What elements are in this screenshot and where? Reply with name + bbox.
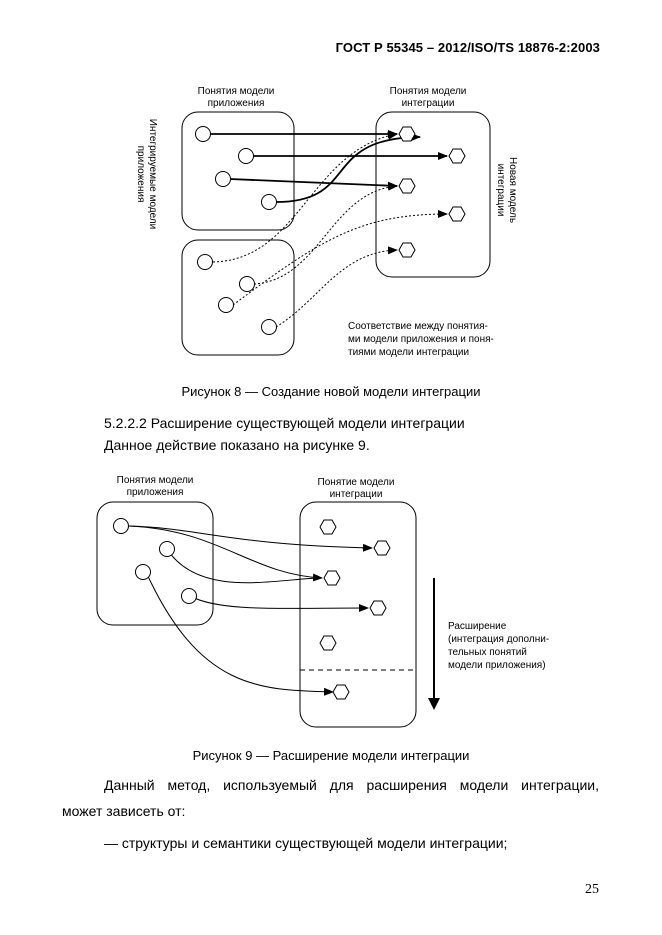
fig9-integration-concept-hexagon	[323, 570, 341, 586]
fig8-vertical-left-label: Интегрируемые модели приложения	[135, 119, 158, 230]
fig9-app-model-box	[96, 501, 214, 626]
fig8-dotted-arrow-2	[253, 182, 398, 285]
fig8-left-label-2: приложения	[208, 98, 265, 109]
figure-9-caption: Рисунок 9 — Расширение модели интеграции	[192, 748, 470, 763]
document-header: ГОСТ Р 55345 – 2012/ISO/TS 18876-2:2003	[335, 40, 600, 55]
fig9-integration-concept-hexagon	[319, 519, 337, 535]
svg-text:интеграции: интеграции	[495, 164, 506, 217]
svg-text:Новая модель: Новая модель	[507, 157, 518, 223]
section-heading: 5.2.2.2 Расширение существующей модели и…	[104, 415, 465, 431]
fig8-app-concept-circle	[239, 276, 255, 292]
fig9-note-line-2: (интеграция дополни-	[448, 634, 549, 645]
fig8-dotted-arrow-3	[232, 210, 448, 306]
fig8-app-concept-circle	[195, 126, 211, 142]
fig8-right-label-2: интеграции	[402, 98, 455, 109]
fig9-app-concept-circle	[135, 564, 151, 580]
svg-text:приложения: приложения	[135, 146, 146, 203]
fig8-dotted-arrow-4	[275, 246, 398, 328]
fig9-arrow-2	[128, 525, 323, 582]
page-number: 25	[585, 882, 599, 897]
fig8-dotted-arrow-1	[212, 131, 398, 263]
fig8-vertical-right-label: Новая модель интеграции	[495, 157, 518, 223]
fig9-integration-model-box	[299, 501, 417, 728]
fig8-note-line-1: Соответствие между понятия-	[348, 321, 488, 332]
fig9-note-line-1: Расширение	[448, 621, 507, 632]
fig8-integration-concept-hexagon	[448, 206, 466, 222]
body-paragraph-line-2: может зависеть от:	[62, 803, 186, 819]
fig8-app-concept-circle	[261, 319, 277, 335]
fig9-note-line-4: модели приложения)	[448, 660, 546, 671]
fig9-note-line-3: тельных понятий	[448, 647, 527, 658]
body-paragraph-line-1: Данный метод, используемый для расширени…	[104, 777, 599, 793]
fig8-app-concept-circle	[197, 254, 213, 270]
fig8-app-concept-circle	[238, 148, 254, 164]
fig8-left-label-1: Понятия модели	[198, 86, 275, 97]
fig8-integration-concept-hexagon	[398, 126, 416, 142]
section-intro: Данное действие показано на рисунке 9.	[104, 437, 370, 453]
fig8-right-label-1: Понятия модели	[390, 86, 467, 97]
fig8-app-concept-circle	[215, 171, 231, 187]
fig9-integration-concept-hexagon	[373, 540, 391, 556]
fig9-integration-concept-hexagon	[319, 635, 337, 651]
fig8-integration-concept-hexagon	[398, 242, 416, 258]
figure-8-diagram: Понятия модели приложения Понятия модели…	[135, 86, 518, 358]
fig9-integration-concept-hexagon	[369, 600, 387, 616]
fig9-app-concept-circle	[181, 588, 197, 604]
fig8-integration-concept-hexagon	[398, 178, 416, 194]
fig8-integration-concept-hexagon	[448, 148, 466, 164]
fig8-note-line-2: ми модели приложения и поня-	[348, 334, 494, 345]
fig9-left-label-1: Понятия модели	[117, 475, 194, 486]
fig9-left-label-2: приложения	[127, 487, 184, 498]
fig8-app-concept-circle	[261, 194, 277, 210]
fig8-app-model-box-2	[181, 239, 295, 356]
figure-9-diagram: Понятия модели приложения Понятие модели…	[96, 475, 549, 728]
figure-8-caption: Рисунок 8 — Создание новой модели интегр…	[181, 384, 481, 399]
fig9-arrow-5	[189, 595, 369, 613]
fig9-arrow-4	[145, 571, 334, 696]
fig8-integration-model-box	[375, 111, 491, 278]
fig8-solid-arrow-3	[229, 178, 398, 190]
bullet-item: — структуры и семантики существующей мод…	[104, 835, 508, 851]
fig8-note-line-3: тиями модели интеграции	[348, 347, 469, 358]
svg-text:Интегрируемые модели: Интегрируемые модели	[147, 119, 158, 230]
fig9-arrow-1	[128, 525, 373, 552]
fig8-solid-arrow-4	[275, 133, 421, 203]
fig9-right-label-1: Понятие модели	[318, 477, 395, 488]
fig9-arrow-3	[166, 548, 323, 584]
fig9-app-concept-circle	[159, 541, 175, 557]
fig9-extension-arrowhead	[428, 698, 440, 710]
fig9-integration-concept-hexagon	[332, 684, 350, 700]
fig8-app-concept-circle	[218, 297, 234, 313]
fig9-right-label-2: интеграции	[330, 489, 383, 500]
fig8-app-model-box-1	[181, 111, 295, 231]
fig9-app-concept-circle	[113, 518, 129, 534]
